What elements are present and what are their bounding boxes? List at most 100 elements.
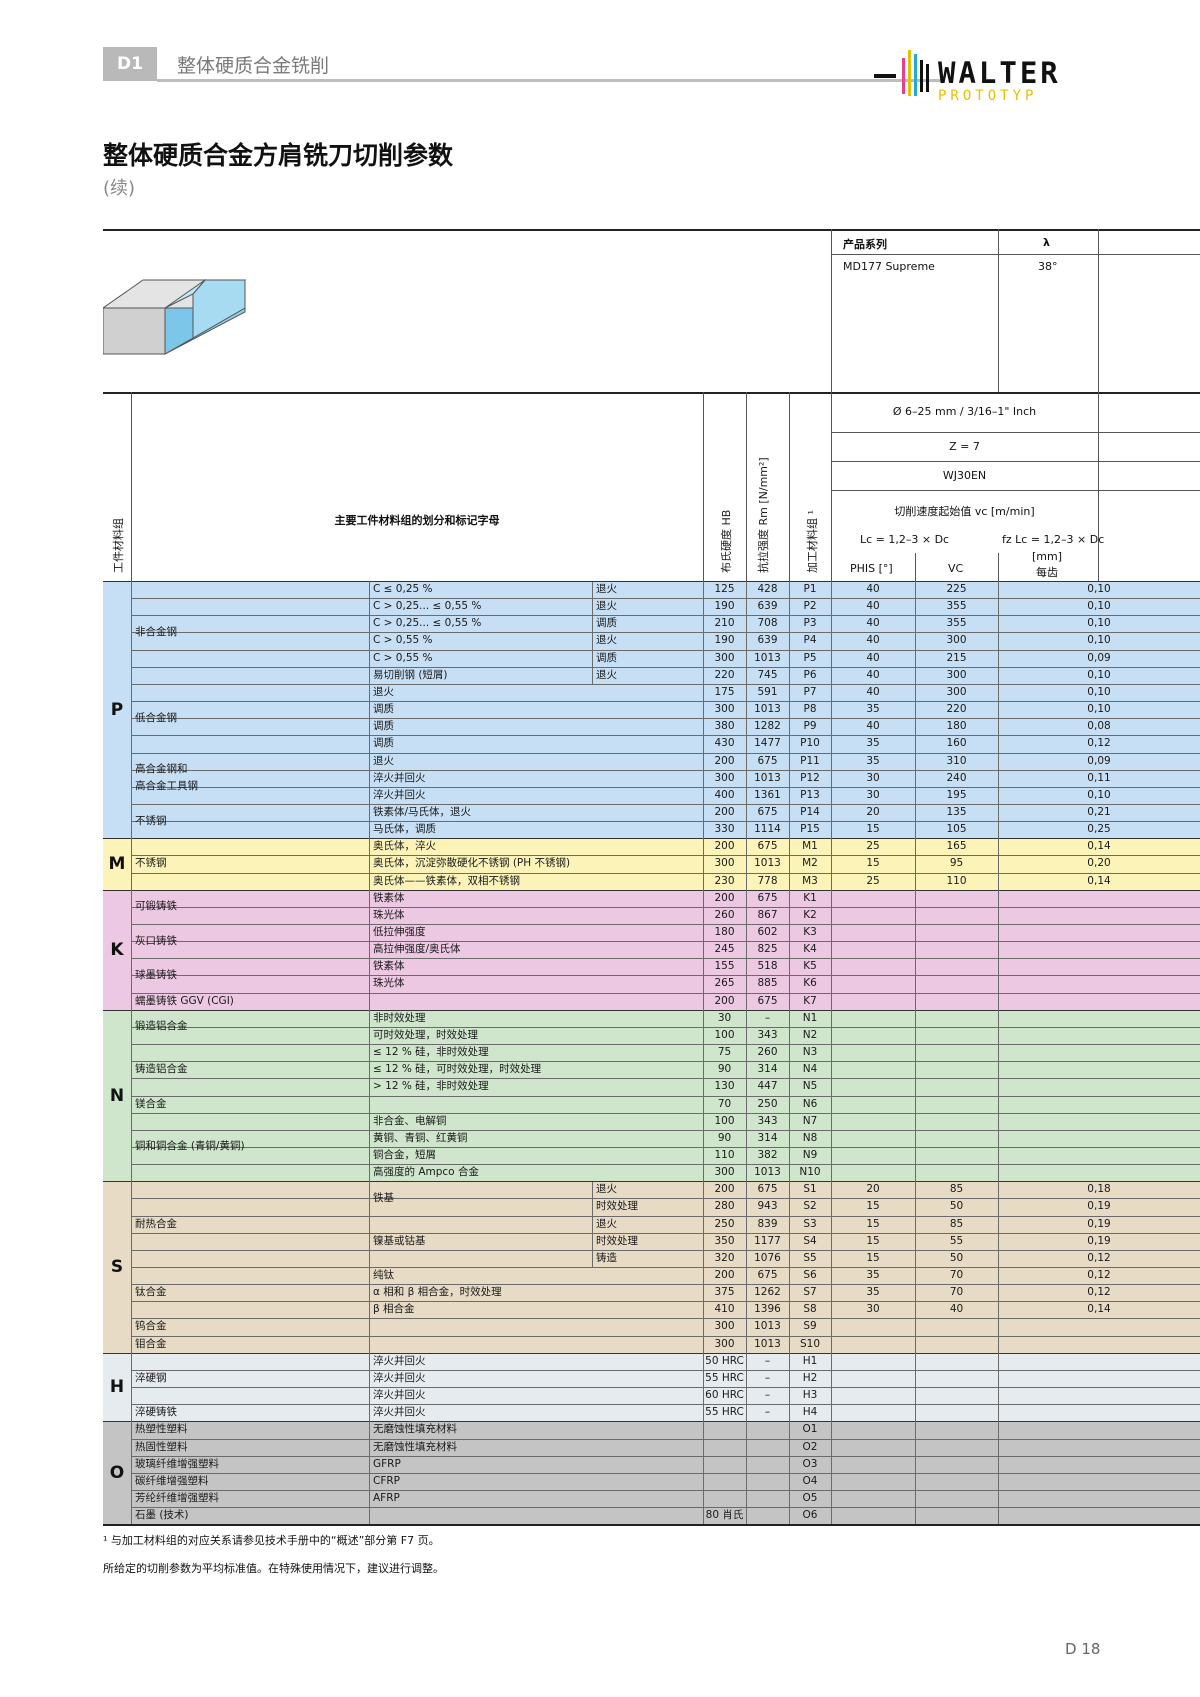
tensile-cell: 1076 xyxy=(754,1251,781,1264)
hardness-cell xyxy=(703,1490,746,1507)
phis-cell: 30 xyxy=(866,771,880,784)
material-code-cell: S2 xyxy=(803,1200,817,1213)
hardness-cell xyxy=(703,1473,746,1490)
material-name: 镁合金 xyxy=(135,1097,167,1110)
hardness-cell: 200 xyxy=(714,840,735,853)
treatment-cell: 退火 xyxy=(596,600,617,613)
material-code-cell: M1 xyxy=(802,840,818,853)
material-code-cell: P10 xyxy=(800,737,820,750)
tensile-cell: 1013 xyxy=(754,857,781,870)
material-code-cell: N5 xyxy=(802,1080,818,1093)
phis-cell xyxy=(831,1078,915,1095)
footnote-2: 所给定的切削参数为平均标准值。在特殊使用情况下，建议进行调整。 xyxy=(103,1562,444,1575)
grade: WJ30EN xyxy=(942,469,987,482)
hardness-cell: 245 xyxy=(714,943,735,956)
material-code-cell: P15 xyxy=(800,823,820,836)
vc-cell: 180 xyxy=(946,720,967,733)
tensile-cell: 602 xyxy=(757,926,778,938)
fz-cell xyxy=(998,1061,1200,1078)
row-divider xyxy=(131,1215,1200,1217)
vc-cell xyxy=(915,975,998,992)
group-letter: K xyxy=(110,939,124,960)
tensile-cell: 1013 xyxy=(754,1337,781,1350)
hardness-cell: 90 xyxy=(717,1131,732,1144)
vc-cell: 165 xyxy=(946,840,967,853)
col-divider xyxy=(592,581,593,599)
phis-cell: 40 xyxy=(866,617,880,630)
row-divider xyxy=(131,872,1200,874)
tensile-cell: 1013 xyxy=(754,703,781,716)
fz-cell: 0,18 xyxy=(1087,1183,1111,1196)
row-divider xyxy=(131,1232,1200,1234)
fz-cell: 0,09 xyxy=(1087,651,1111,664)
phis-cell xyxy=(831,1130,915,1147)
tensile-cell xyxy=(746,1490,789,1507)
tensile-cell: 1013 xyxy=(754,651,781,664)
vc-cell: 300 xyxy=(946,668,967,681)
material-code-cell: N1 xyxy=(802,1011,818,1024)
material-divider xyxy=(131,1438,1200,1440)
phis-cell xyxy=(831,1027,915,1044)
material-code-cell: S1 xyxy=(803,1183,817,1196)
material-code-cell: H2 xyxy=(802,1371,818,1384)
machining-group-header: 加工材料组 ¹ xyxy=(806,510,819,573)
vc-cell: 70 xyxy=(949,1286,964,1299)
vc-cell xyxy=(915,1027,998,1044)
row-divider xyxy=(131,1078,1200,1080)
material-code-cell: K6 xyxy=(803,977,817,990)
phis-cell: 40 xyxy=(866,634,880,647)
treatment-cell: 退火 xyxy=(596,1217,617,1230)
condition-cell: GFRP xyxy=(373,1457,401,1470)
material-name: 热塑性塑料 xyxy=(135,1423,188,1436)
vc-cell xyxy=(915,890,998,907)
material-name: 锻造铝合金 xyxy=(135,1020,188,1033)
condition-cell: 调质 xyxy=(373,737,394,750)
material-code-cell: P4 xyxy=(803,634,817,647)
group-letter: N xyxy=(109,1085,125,1106)
fz-cell: 0,14 xyxy=(1087,1303,1111,1316)
phis-cell: 40 xyxy=(866,668,880,681)
material-name: 非合金钢 xyxy=(135,625,177,638)
hardness-cell: 375 xyxy=(714,1286,735,1299)
tensile-cell: 1262 xyxy=(754,1286,781,1299)
continued-label: (续) xyxy=(103,178,136,199)
phis-cell: 40 xyxy=(866,651,880,664)
fz-cell xyxy=(998,1113,1200,1130)
fz-cell: 0,09 xyxy=(1087,754,1111,767)
row-divider xyxy=(131,701,1200,703)
tensile-cell: 675 xyxy=(757,1269,778,1281)
condition-cell: > 12 % 硅，非时效处理 xyxy=(373,1080,489,1093)
material-code-cell: K5 xyxy=(803,960,817,973)
header-rule xyxy=(157,79,945,82)
vc-cell xyxy=(915,941,998,958)
material-code-cell: S7 xyxy=(803,1286,817,1299)
fz-cell: 0,21 xyxy=(1087,805,1111,818)
tensile-cell xyxy=(746,1456,789,1473)
vc-cell: 300 xyxy=(946,685,967,698)
material-code-cell: K7 xyxy=(803,994,817,1007)
hardness-cell: 220 xyxy=(714,668,735,681)
hardness-cell: 110 xyxy=(714,1148,735,1161)
hardness-cell: 300 xyxy=(714,1337,735,1350)
phis-cell: 15 xyxy=(866,857,880,870)
fz-cell xyxy=(998,924,1200,941)
condition-cell: C > 0,55 % xyxy=(373,651,433,664)
vc-cell xyxy=(915,1353,998,1370)
condition-cell: 铁素体 xyxy=(373,960,405,973)
condition-cell: 低拉伸强度 xyxy=(373,926,426,938)
tensile-cell: 825 xyxy=(757,943,778,956)
